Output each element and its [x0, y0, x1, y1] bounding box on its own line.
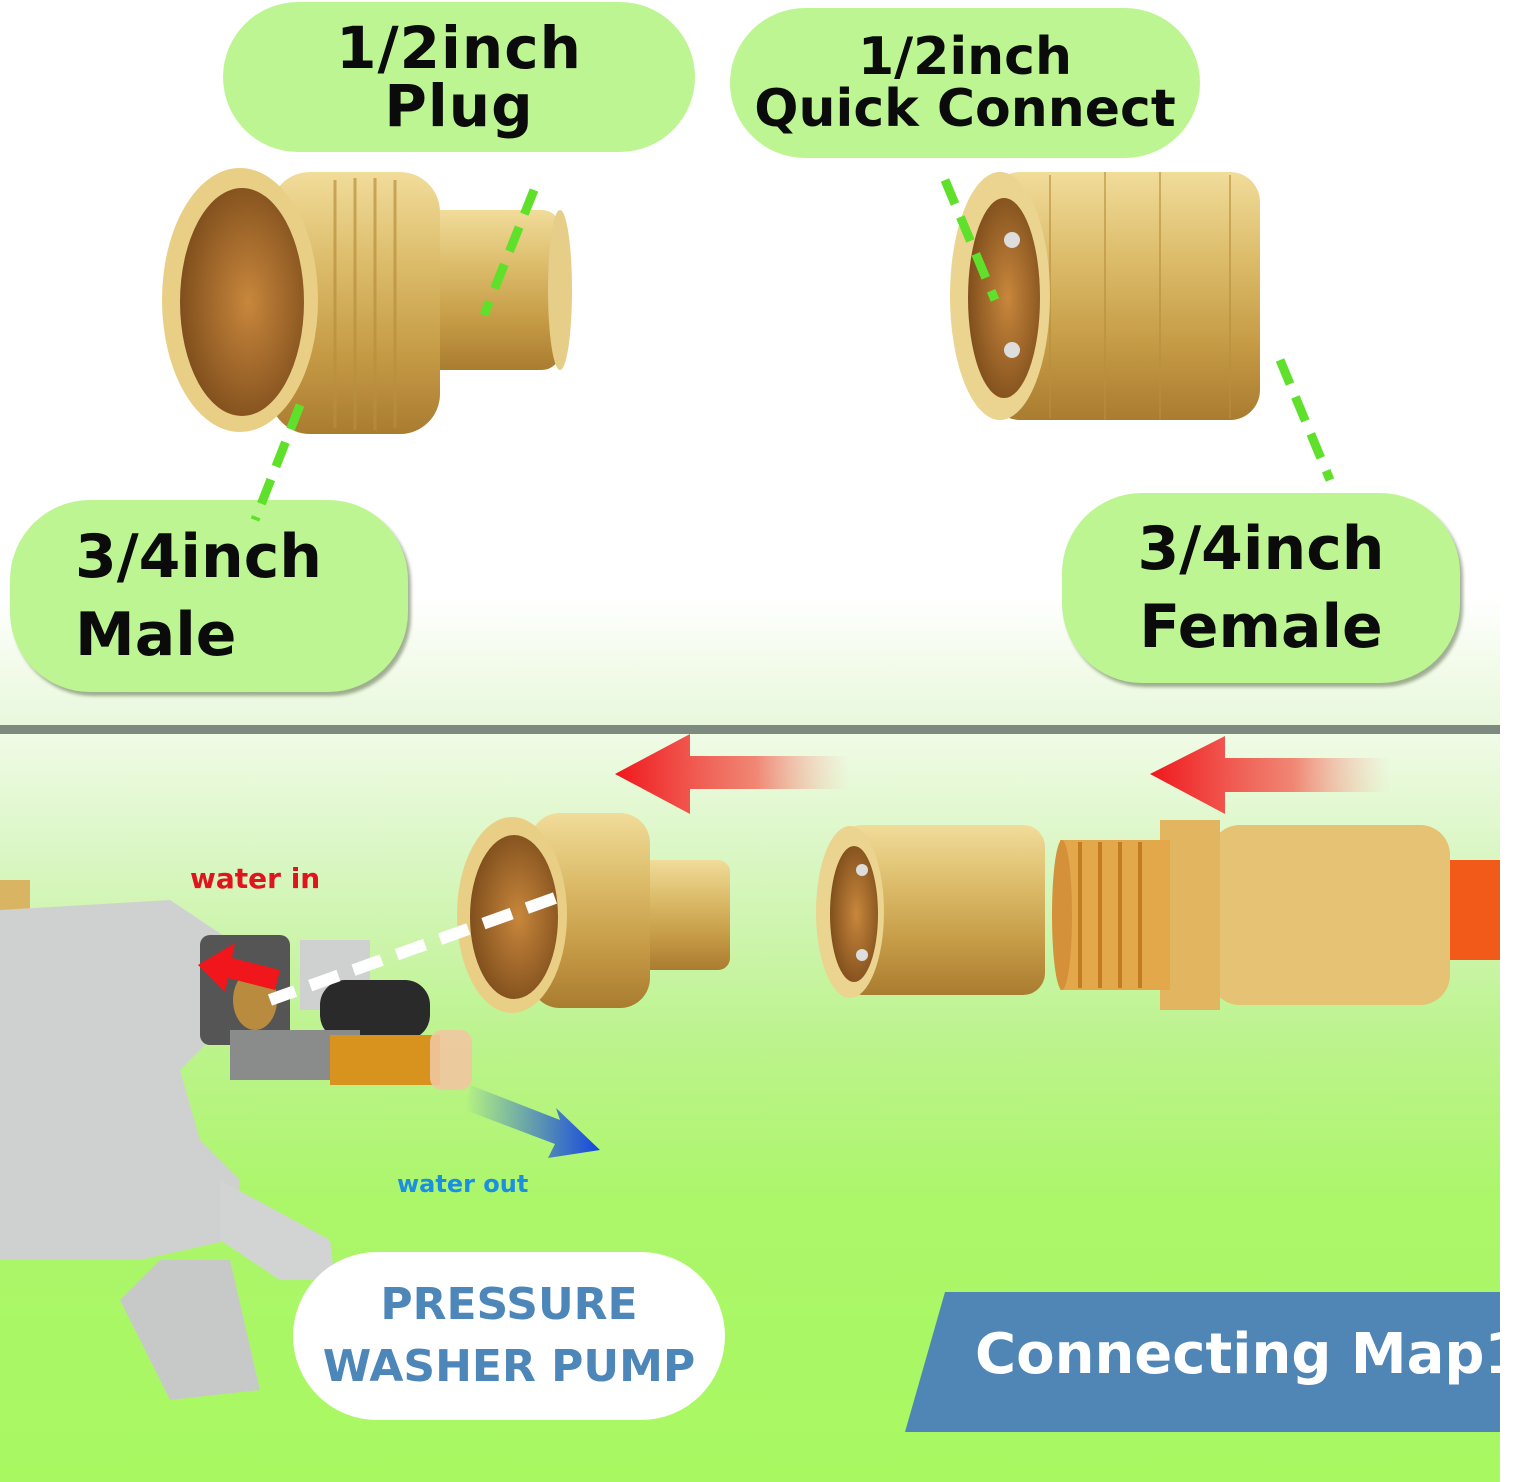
quick-connect-bottom — [816, 825, 1045, 998]
hose-fitting-image — [1052, 820, 1500, 1010]
label-male-size: 3/4inch — [75, 522, 322, 592]
plug-fitting-image — [162, 168, 572, 434]
connecting-map-banner-bg — [905, 1292, 1500, 1432]
pump-label: PRESSURE WASHER PUMP — [293, 1252, 725, 1420]
water-in-label: water in — [190, 862, 321, 895]
leader-plug — [479, 188, 539, 317]
label-female-size: 3/4inch — [1137, 514, 1385, 584]
label-qc-size: 1/2inch — [857, 27, 1073, 87]
quick-connect-fitting-image — [950, 172, 1260, 420]
water-in-arrow — [198, 943, 280, 992]
leader-male — [250, 403, 305, 522]
label-qc-type: Quick Connect — [754, 79, 1176, 139]
section-divider — [0, 725, 1500, 734]
label-male: 3/4inch Male — [10, 500, 408, 692]
insert-guide-line — [267, 892, 558, 1006]
pump-label-line2: WASHER PUMP — [322, 1341, 696, 1392]
label-plug-size: 1/2inch — [336, 14, 582, 82]
connecting-map-banner-title: Connecting Map1 — [975, 1322, 1523, 1387]
water-out-arrow — [465, 1085, 600, 1158]
flow-arrows — [615, 734, 1390, 814]
label-female: 3/4inch Female — [1062, 493, 1460, 683]
label-plug: 1/2inch Plug — [223, 2, 695, 152]
water-out-label: water out — [397, 1170, 529, 1198]
pump-label-line1: PRESSURE — [380, 1279, 638, 1331]
label-quick-connect: 1/2inch Quick Connect — [730, 8, 1200, 158]
leader-lines — [250, 178, 1335, 522]
connection-guides — [198, 892, 600, 1158]
arrow-left-1 — [615, 734, 850, 814]
label-male-type: Male — [75, 600, 237, 670]
leader-female — [1275, 358, 1335, 482]
pressure-washer-pump-image — [0, 880, 472, 1400]
arrow-left-2 — [1150, 736, 1390, 814]
leader-qc — [940, 178, 1000, 302]
label-plug-type: Plug — [384, 72, 534, 140]
label-female-type: Female — [1139, 592, 1383, 662]
